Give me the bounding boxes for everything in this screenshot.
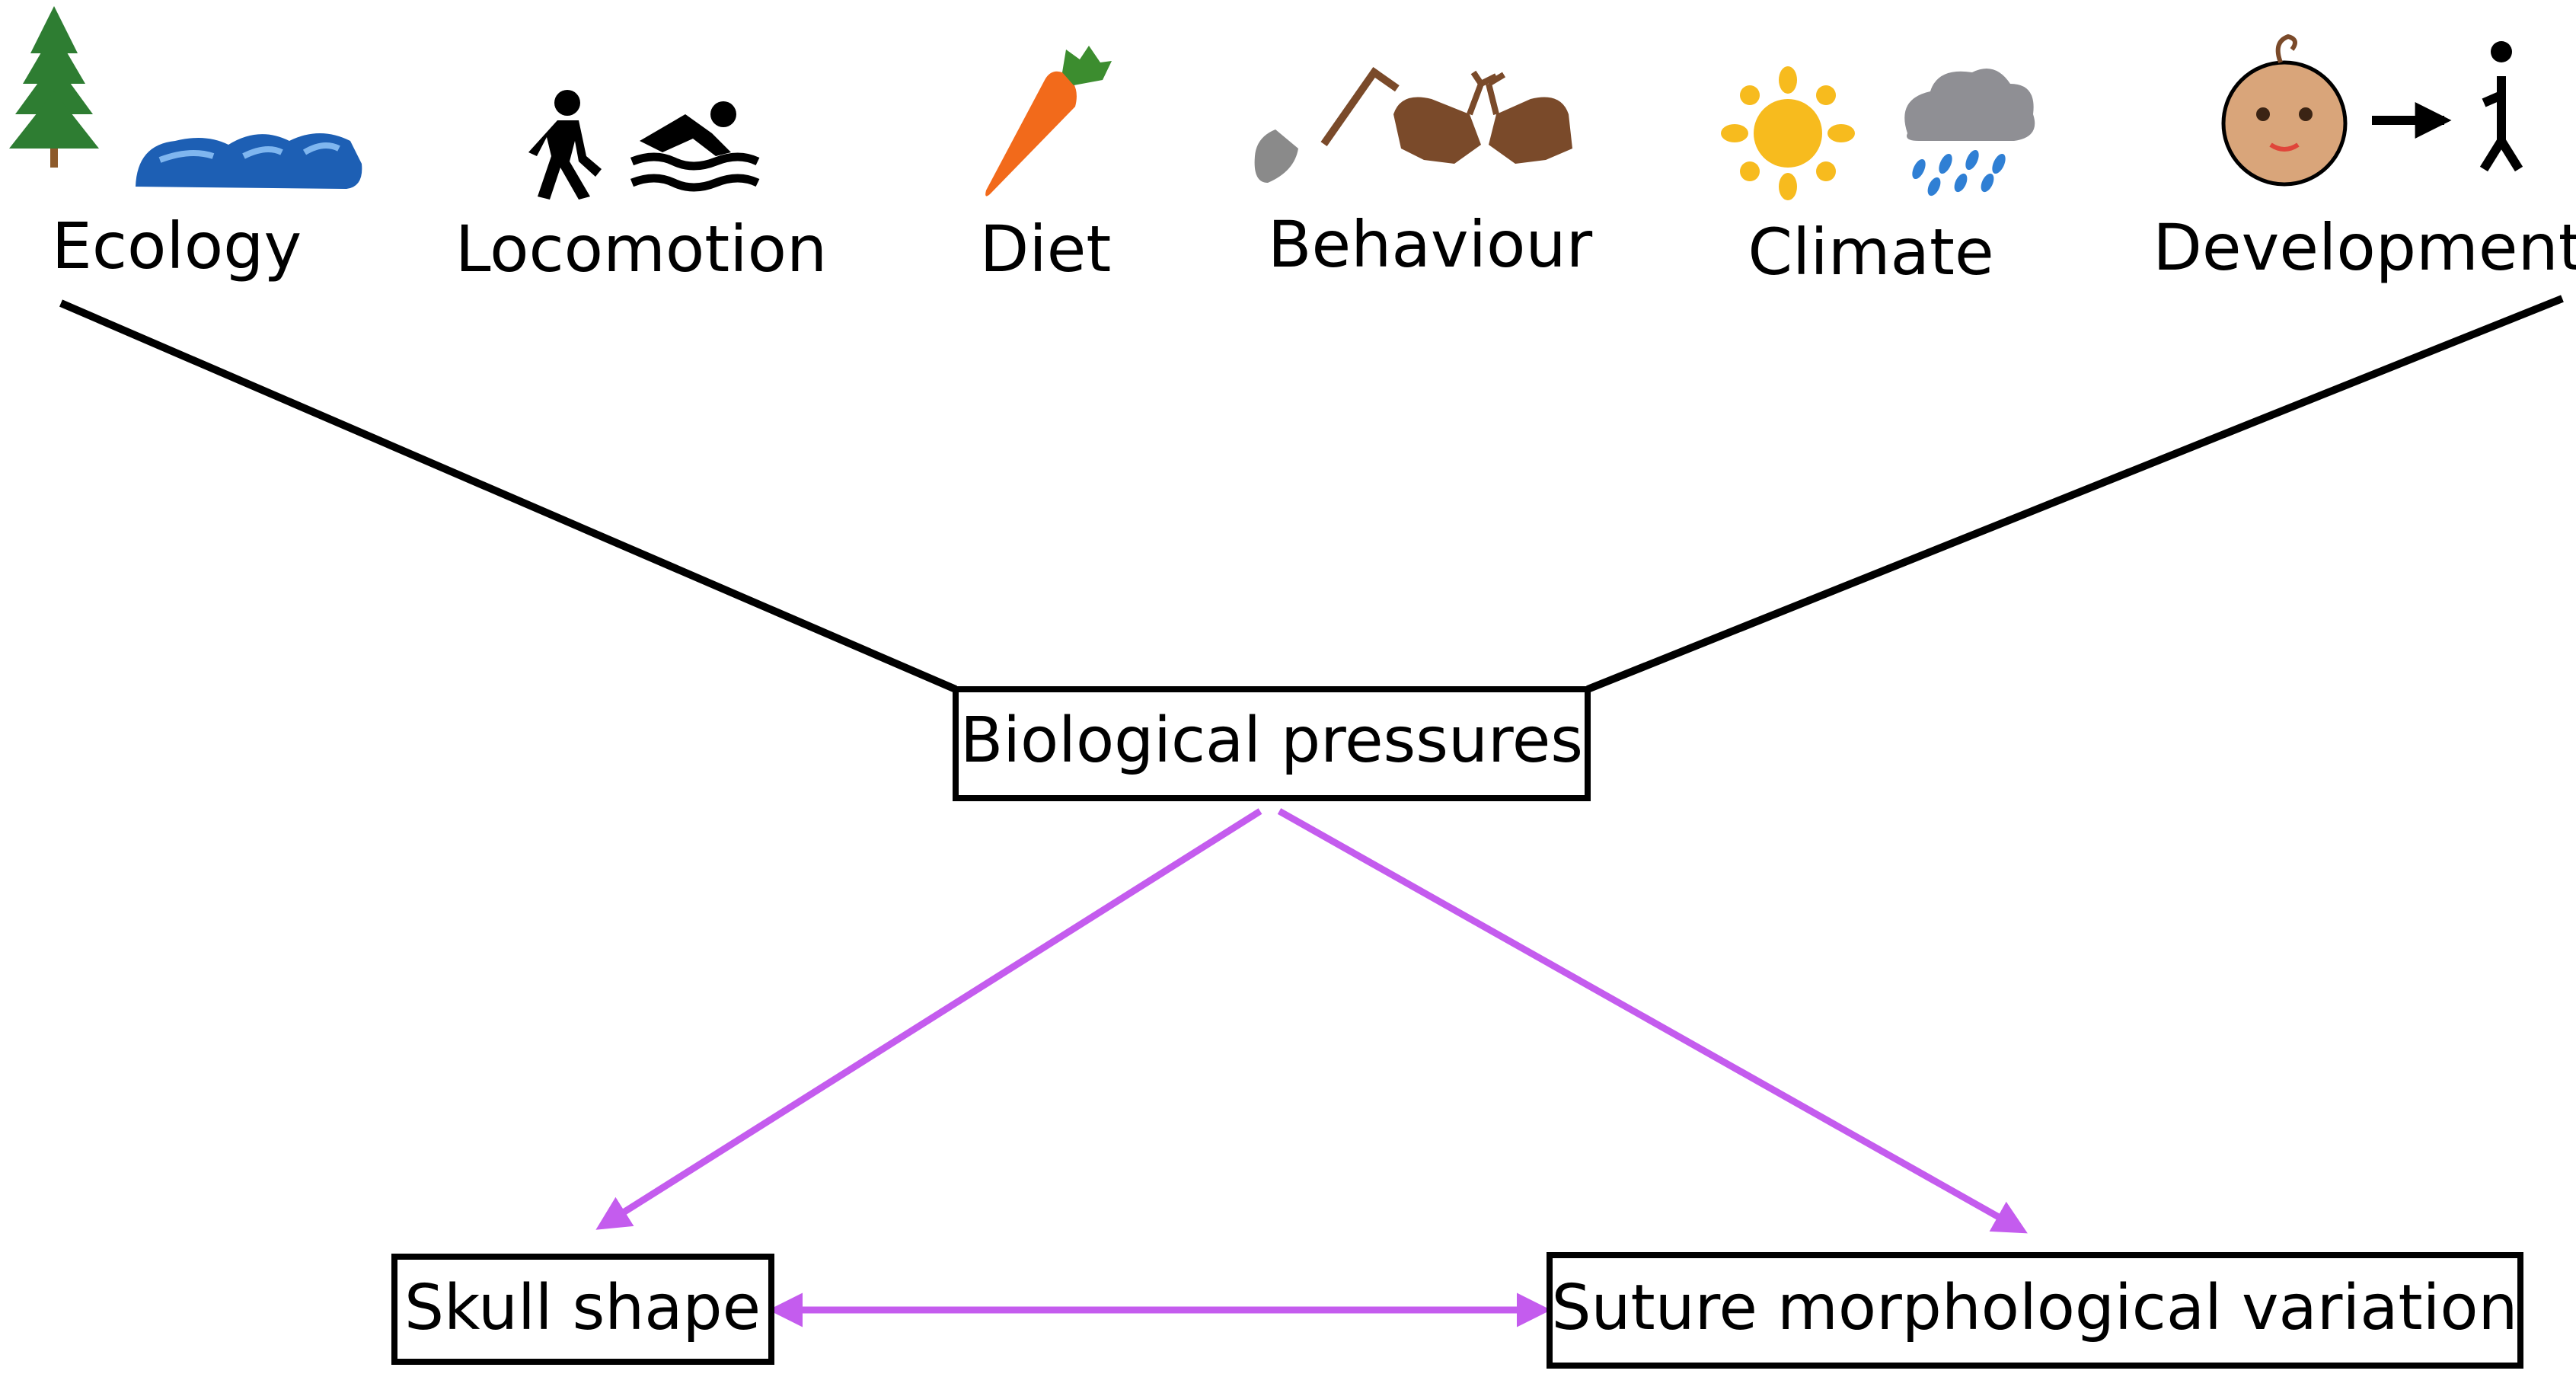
stick-figure-icon xyxy=(2479,41,2523,172)
baby-face-icon xyxy=(2221,34,2348,187)
node-label-suture-variation: Suture morphological variation xyxy=(1551,1272,2517,1344)
factor-label-behaviour: Behaviour xyxy=(1268,207,1593,282)
factor-label-development: Development xyxy=(2153,210,2576,285)
fighting-animals-icon xyxy=(1393,70,1572,164)
node-suture-variation xyxy=(1547,1252,2523,1369)
walking-person-icon xyxy=(528,90,602,200)
arrow-pressures-to-skull xyxy=(595,808,1262,1230)
factor-label-diet: Diet xyxy=(980,212,1112,286)
funnel-line-right xyxy=(1586,295,2564,693)
tree-icon xyxy=(9,6,99,168)
node-label-skull-shape: Skull shape xyxy=(404,1272,761,1344)
factor-label-ecology: Ecology xyxy=(52,209,302,283)
sun-icon xyxy=(1721,66,1855,200)
rain-cloud-icon xyxy=(1904,69,2035,196)
shovel-icon xyxy=(1254,66,1400,183)
node-label-biological-pressures: Biological pressures xyxy=(960,704,1583,777)
water-wave-icon xyxy=(136,133,362,189)
node-biological-pressures xyxy=(953,686,1591,801)
funnel-line-left xyxy=(59,299,957,693)
swimmer-icon xyxy=(630,101,760,192)
node-skull-shape xyxy=(391,1254,774,1365)
arrow-pressures-to-suture xyxy=(1277,808,2028,1234)
factor-label-locomotion: Locomotion xyxy=(455,212,827,286)
factor-label-climate: Climate xyxy=(1748,215,1993,289)
carrot-icon xyxy=(985,46,1112,196)
